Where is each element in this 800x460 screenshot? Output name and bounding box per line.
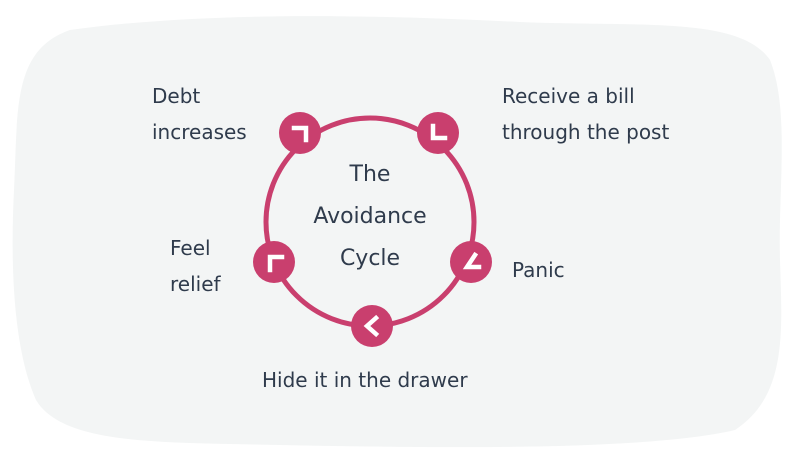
cycle-node: [450, 241, 492, 283]
step-line: Debt: [152, 84, 201, 108]
cycle-node: [351, 305, 393, 347]
step-line: Receive a bill: [502, 84, 635, 108]
step-line: through the post: [502, 120, 670, 144]
title-line-2: Avoidance: [313, 204, 427, 229]
chevron-down-left-icon: [462, 251, 482, 270]
step-label-panic: Panic: [512, 252, 565, 288]
cycle-node: [417, 112, 459, 154]
cycle-node: [279, 112, 321, 154]
diagram-title: The Avoidance Cycle: [270, 154, 470, 280]
chevron-up-left-icon: [267, 254, 285, 273]
node-circle: [351, 305, 393, 347]
step-line: Panic: [512, 258, 565, 282]
title-line-3: Cycle: [339, 246, 401, 271]
title-line-1: The: [349, 162, 391, 187]
node-circle: [279, 112, 321, 154]
step-line: relief: [170, 272, 221, 296]
chevron-down-right-icon: [430, 123, 448, 141]
step-label-feel-relief: Feel relief: [170, 230, 221, 302]
step-line: increases: [152, 120, 247, 144]
background-blob: [12, 16, 782, 448]
cycle-node: [253, 241, 295, 283]
step-label-debt-increases: Debt increases: [152, 78, 247, 150]
node-circle: [253, 241, 295, 283]
chevron-left-icon: [363, 314, 380, 338]
step-line: Feel: [170, 236, 211, 260]
step-label-hide-in-drawer: Hide it in the drawer: [262, 362, 468, 398]
chevron-up-right-icon: [291, 125, 309, 143]
step-line: Hide it in the drawer: [262, 368, 468, 392]
cycle-nodes: [253, 112, 492, 347]
step-label-receive-bill: Receive a bill through the post: [502, 78, 669, 150]
node-circle: [417, 112, 459, 154]
